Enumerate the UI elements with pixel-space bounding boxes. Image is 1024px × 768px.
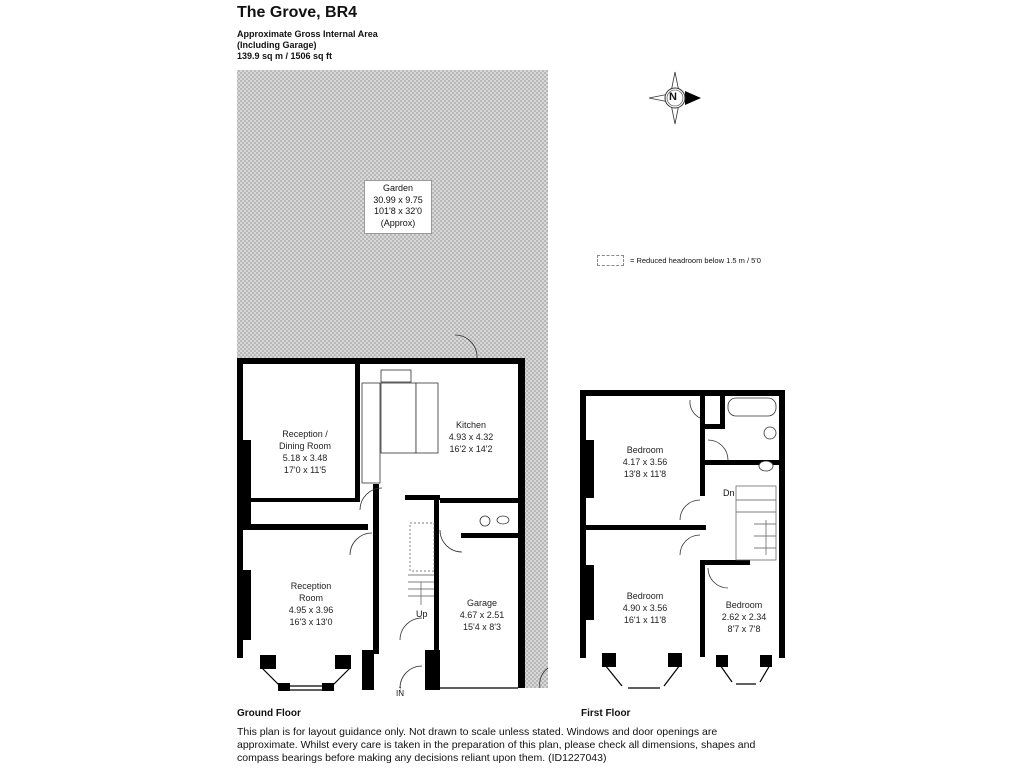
first-bay-windows [604, 664, 771, 689]
ground-floor-label: Ground Floor [237, 708, 301, 719]
reduced-headroom-swatch [597, 255, 624, 266]
stairs-up-label: Up [416, 609, 428, 619]
entrance-label: IN [396, 689, 404, 698]
room-metric: 4.17 x 3.56 [622, 457, 668, 467]
room-name: Dining Room [278, 441, 332, 451]
room-name: Bedroom [626, 591, 664, 601]
entrance-marker: ↑ IN [396, 684, 404, 698]
area-value: 139.9 sq m / 1506 sq ft [237, 51, 333, 61]
ground-floor-doors [349, 334, 549, 689]
room-imperial: 17'0 x 11'5 [283, 465, 327, 475]
room-imperial: 16'3 x 13'0 [289, 617, 333, 627]
room-imperial: 8'7 x 7'8 [727, 624, 761, 634]
garden-name: Garden [382, 183, 414, 193]
compass-north-label: N [669, 91, 677, 103]
room-metric: 2.62 x 2.34 [721, 612, 767, 622]
first-stairs [735, 485, 777, 561]
room-bedroom-1: Bedroom 4.17 x 3.56 13'8 x 11'8 [623, 444, 668, 480]
area-label-garage: (Including Garage) [237, 40, 317, 50]
room-imperial: 13'8 x 11'8 [623, 469, 667, 479]
room-bedroom-3: Bedroom 2.62 x 2.34 8'7 x 7'8 [722, 599, 767, 635]
room-name: Reception [290, 581, 332, 591]
room-imperial: 15'4 x 8'3 [463, 622, 501, 632]
garden-label: Garden 30.99 x 9.75 101'8 x 32'0 (Approx… [364, 180, 432, 234]
stairs-down-label: Dn [723, 488, 735, 498]
room-name: Garage [466, 598, 498, 608]
disclaimer: This plan is for layout guidance only. N… [237, 726, 756, 764]
room-metric: 5.18 x 3.48 [282, 453, 328, 463]
ground-bay-window [261, 667, 518, 691]
room-name: Room [298, 593, 324, 603]
garden-metric: 30.99 x 9.75 [373, 194, 423, 205]
page-title: The Grove, BR4 [237, 4, 358, 21]
bathroom-fittings [727, 397, 777, 472]
legend: = Reduced headroom below 1.5 m / 5'0 [597, 255, 761, 266]
ground-stairs [408, 522, 435, 605]
garden-imperial: 101'8 x 32'0 [374, 206, 422, 216]
room-name: Reception / [282, 429, 328, 439]
room-metric: 4.95 x 3.96 [288, 605, 334, 615]
room-imperial: 16'1 x 11'8 [623, 615, 667, 625]
compass-rose [648, 71, 701, 125]
area-label: Approximate Gross Internal Area [237, 29, 378, 39]
room-metric: 4.67 x 2.51 [459, 610, 505, 620]
legend-text: = Reduced headroom below 1.5 m / 5'0 [630, 256, 761, 265]
room-name: Kitchen [455, 420, 487, 430]
entrance-arrow-icon: ↑ [398, 684, 402, 693]
room-name: Bedroom [725, 600, 763, 610]
ground-floor-walls [237, 358, 525, 691]
room-reception-dining: Reception / Dining Room 5.18 x 3.48 17'0… [279, 428, 331, 476]
room-bedroom-2: Bedroom 4.90 x 3.56 16'1 x 11'8 [623, 590, 668, 626]
room-metric: 4.93 x 4.32 [448, 432, 494, 442]
first-floor-doors [679, 399, 729, 589]
first-floor-walls [580, 390, 785, 667]
room-kitchen: Kitchen 4.93 x 4.32 16'2 x 14'2 [449, 419, 494, 455]
room-imperial: 16'2 x 14'2 [449, 444, 493, 454]
first-floor-label: First Floor [581, 708, 631, 719]
room-reception-room: Reception Room 4.95 x 3.96 16'3 x 13'0 [289, 580, 334, 628]
room-name: Bedroom [626, 445, 664, 455]
garden-note: (Approx) [380, 217, 416, 228]
room-metric: 4.90 x 3.56 [622, 603, 668, 613]
room-garage: Garage 4.67 x 2.51 15'4 x 8'3 [460, 597, 505, 633]
kitchen-units [361, 369, 510, 527]
